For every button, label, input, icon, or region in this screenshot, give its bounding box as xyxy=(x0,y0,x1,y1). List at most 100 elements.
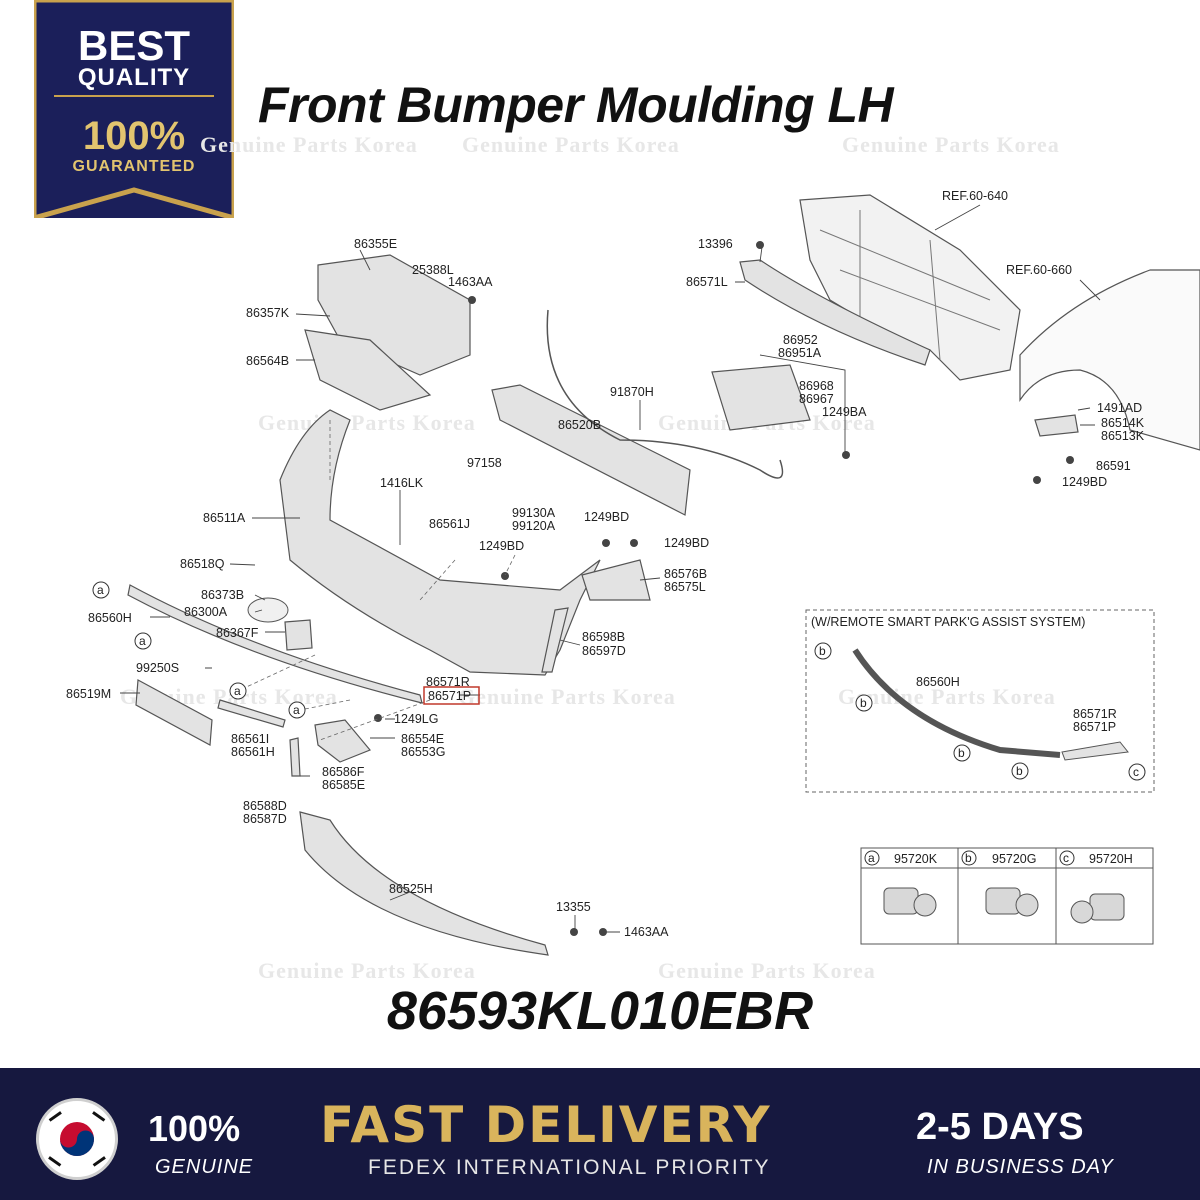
side-moulding xyxy=(541,607,569,673)
label-86561H: 86561H xyxy=(231,745,275,759)
label-1249BD: 1249BD xyxy=(664,536,709,550)
bumper-cover xyxy=(279,409,601,676)
callout-a: a xyxy=(139,634,146,648)
business-day-label: IN BUSINESS DAY xyxy=(927,1156,1114,1178)
label-86564B: 86564B xyxy=(246,354,289,368)
bolt xyxy=(599,928,607,936)
wiring-harness xyxy=(546,309,784,479)
bolt xyxy=(570,928,578,936)
label-97158: 97158 xyxy=(467,456,502,470)
label-86511A: 86511A xyxy=(203,511,246,525)
label-86951A: 86951A xyxy=(778,346,822,360)
callout-b: b xyxy=(1016,764,1023,778)
label-86598B: 86598B xyxy=(582,630,625,644)
label-86373B: 86373B xyxy=(201,588,244,602)
label-1463AA: 1463AA xyxy=(624,925,669,939)
label-86571P: 86571P xyxy=(428,689,471,703)
label-86587D: 86587D xyxy=(243,812,287,826)
callout-a: a xyxy=(293,703,300,717)
watermark: Genuine Parts Korea xyxy=(258,410,476,435)
label-86355E: 86355E xyxy=(354,237,397,251)
label-86571R: 86571R xyxy=(426,675,470,689)
sensor-callout-c: c xyxy=(1063,851,1069,865)
corner-bracket xyxy=(581,559,651,601)
label-86513K: 86513K xyxy=(1101,429,1145,443)
sensor-95720K: 95720K xyxy=(894,852,938,866)
label-86586F: 86586F xyxy=(322,765,365,779)
bolt xyxy=(842,451,850,459)
label-86554E: 86554E xyxy=(401,732,444,746)
label-86597D: 86597D xyxy=(582,644,626,658)
badge-guaranteed: GUARANTEED xyxy=(72,158,196,175)
korea-flag-icon xyxy=(36,1098,118,1180)
fender xyxy=(1019,269,1200,451)
label-86585E: 86585E xyxy=(322,778,365,792)
label-86575L: 86575L xyxy=(664,580,706,594)
fog-cover xyxy=(314,719,371,763)
bolt xyxy=(1066,456,1074,464)
callout-b: b xyxy=(958,746,965,760)
emblem xyxy=(247,597,289,623)
license-bracket xyxy=(135,679,213,746)
label-86525H: 86525H xyxy=(389,882,433,896)
rspa-inset xyxy=(805,609,1155,793)
callout-a: a xyxy=(234,684,241,698)
label-ref-60-660: REF.60-660 xyxy=(1006,263,1072,277)
label-13396: 13396 xyxy=(698,237,733,251)
sensor-callout-a: a xyxy=(868,851,875,865)
label-86952: 86952 xyxy=(783,333,818,347)
label-86967: 86967 xyxy=(799,392,834,406)
genuine-label: GENUINE xyxy=(155,1156,254,1178)
delivery-days: 2-5 DAYS xyxy=(916,1106,1084,1148)
label-86357K: 86357K xyxy=(246,306,290,320)
label-1249BD: 1249BD xyxy=(1062,475,1107,489)
lower-lip xyxy=(299,811,549,956)
bolt xyxy=(468,296,476,304)
badge-quality: QUALITY xyxy=(77,64,191,91)
rspa-moulding xyxy=(1061,741,1129,761)
lower-trim xyxy=(289,737,301,777)
watermark: Genuine Parts Korea xyxy=(658,958,876,983)
callout-b: b xyxy=(819,644,826,658)
lower-guide xyxy=(304,329,432,411)
label-86518Q: 86518Q xyxy=(180,557,225,571)
bolt xyxy=(1033,476,1041,484)
label-1249LG: 1249LG xyxy=(394,712,438,726)
label-86591: 86591 xyxy=(1096,459,1131,473)
rspa-strip xyxy=(852,648,1061,758)
grille-panel xyxy=(711,364,811,431)
fast-delivery: FAST DELIVERY xyxy=(320,1096,772,1154)
badge-gold-border xyxy=(34,0,234,218)
watermark: Genuine Parts Korea xyxy=(258,958,476,983)
sensor-table: a b c 95720K 95720G 95720H xyxy=(860,847,1154,945)
label-86968: 86968 xyxy=(799,379,834,393)
label-86519M: 86519M xyxy=(66,687,111,701)
sensor-95720G: 95720G xyxy=(992,852,1036,866)
page-title: Front Bumper Moulding LH xyxy=(258,77,894,133)
label-86571L: 86571L xyxy=(686,275,728,289)
label-99130A: 99130A xyxy=(512,506,556,520)
label-86520B: 86520B xyxy=(558,418,601,432)
best-quality-badge: BEST QUALITY 100% GUARANTEED xyxy=(34,0,234,218)
label-86561I: 86561I xyxy=(231,732,269,746)
part-number: 86593KL010EBR xyxy=(386,981,814,1041)
label-86576B: 86576B xyxy=(664,567,707,581)
label-86560H: 86560H xyxy=(88,611,132,625)
label-86514K: 86514K xyxy=(1101,416,1145,430)
radiator-support xyxy=(799,194,1021,381)
label-13355: 13355 xyxy=(556,900,591,914)
side-bracket xyxy=(1034,414,1079,437)
bolt xyxy=(602,539,610,547)
genuine-percent: 100% xyxy=(148,1108,241,1149)
plate xyxy=(284,619,313,651)
upper-beam xyxy=(739,259,931,366)
label-1491AD: 1491AD xyxy=(1097,401,1142,415)
energy-absorber xyxy=(491,384,691,516)
rspa-title: (W/REMOTE SMART PARK'G ASSIST SYSTEM) xyxy=(811,615,1085,629)
bolt xyxy=(630,539,638,547)
label-ref-60-640: REF.60-640 xyxy=(942,189,1008,203)
label-91870H: 91870H xyxy=(610,385,654,399)
rspa-label-86571R: 86571R xyxy=(1073,707,1117,721)
fog-strip xyxy=(217,699,286,728)
fedex-label: FEDEX INTERNATIONAL PRIORITY xyxy=(368,1156,771,1179)
